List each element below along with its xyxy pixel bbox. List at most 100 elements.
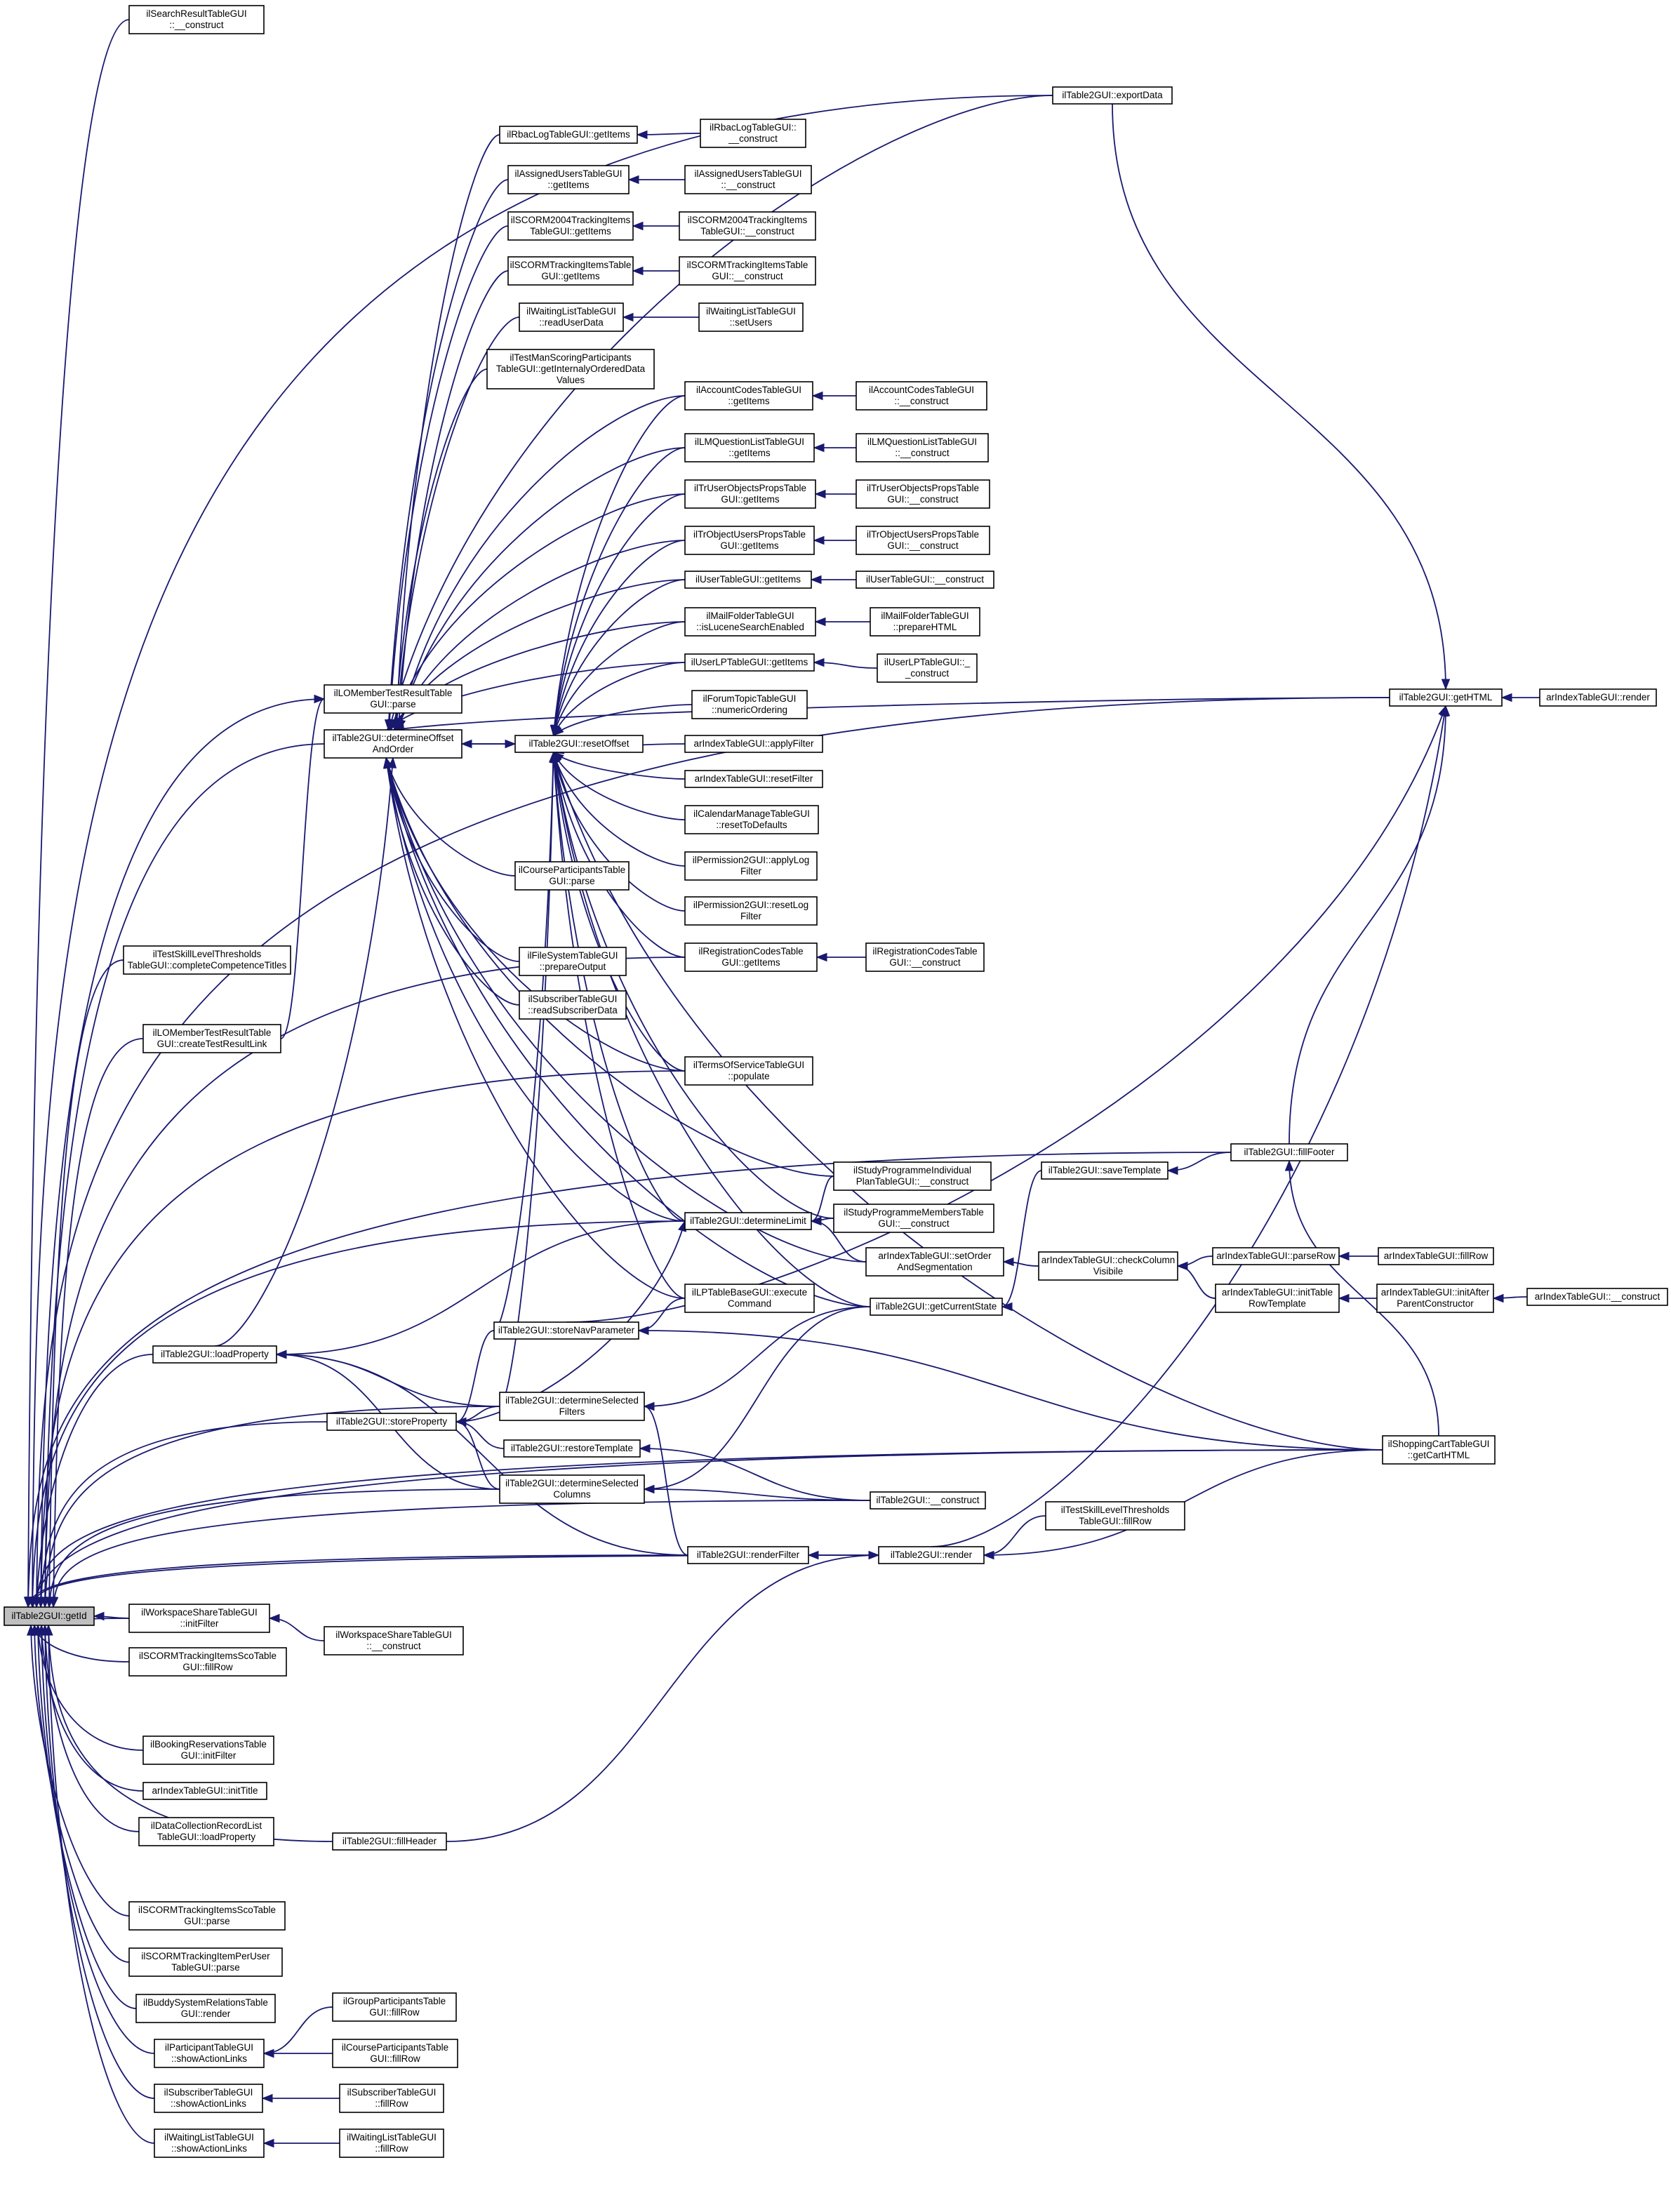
edge-lmGet-to-resetOffset (551, 448, 685, 735)
edge-shopCart-to-fillFooter-arrowhead (1286, 1161, 1293, 1171)
node-render-filter[interactable]: ilTable2GUI::renderFilter (688, 1547, 808, 1564)
node-ar-init-title[interactable]: arIndexTableGUI::initTitle (143, 1783, 267, 1799)
node-waiting-set[interactable]: ilWaitingListTableGUI::setUsers (699, 303, 803, 331)
node-test-man[interactable]: ilTestManScoringParticipantsTableGUI::ge… (487, 349, 654, 389)
node-tr-user-con[interactable]: ilTrUserObjectsPropsTableGUI::__construc… (856, 480, 990, 508)
node-ar-fill-row[interactable]: arIndexTableGUI::fillRow (1378, 1248, 1493, 1265)
node-fill-header[interactable]: ilTable2GUI::fillHeader (333, 1833, 446, 1850)
node-tr-obj-get[interactable]: ilTrObjectUsersPropsTableGUI::getItems (685, 526, 814, 554)
node-get-cur-state[interactable]: ilTable2GUI::getCurrentState (870, 1298, 1002, 1315)
node-search-result[interactable]: ilSearchResultTableGUI::__construct (129, 6, 264, 34)
node-scorm-get[interactable]: ilSCORMTrackingItemsTableGUI::getItems (508, 257, 633, 285)
node-ar-render[interactable]: arIndexTableGUI::render (1540, 689, 1656, 706)
node-lo-member-parse[interactable]: ilLOMemberTestResultTableGUI::parse (324, 685, 462, 713)
node-lm-con[interactable]: ilLMQuestionListTableGUI::__construct (856, 434, 988, 462)
node-part-show[interactable]: ilParticipantTableGUI::showActionLinks (154, 2039, 264, 2067)
node-assigned-con[interactable]: ilAssignedUsersTableGUI::__construct (685, 166, 811, 194)
node-terms[interactable]: ilTermsOfServiceTableGUI::populate (685, 1057, 813, 1085)
node-ws-con[interactable]: ilWorkspaceShareTableGUI::__construct (324, 1627, 463, 1655)
node-ar-check-col[interactable]: arIndexTableGUI::checkColumnVisibile (1039, 1252, 1178, 1280)
node-user-get[interactable]: ilUserTableGUI::getItems (685, 571, 811, 588)
node-label-line: ilLOMemberTestResultTable (334, 688, 453, 698)
node-rbac-get[interactable]: ilRbacLogTableGUI::getItems (500, 126, 637, 143)
node-mail-lucene[interactable]: ilMailFolderTableGUI::isLuceneSearchEnab… (685, 608, 815, 636)
node-group-fill[interactable]: ilGroupParticipantsTableGUI::fillRow (333, 1993, 456, 2021)
node-user-l-p-con[interactable]: ilUserLPTableGUI::__construct (877, 654, 977, 682)
node-restore-tpl[interactable]: ilTable2GUI::restoreTemplate (504, 1440, 640, 1457)
node-wait-show[interactable]: ilWaitingListTableGUI::showActionLinks (154, 2129, 264, 2157)
node-study-mem[interactable]: ilStudyProgrammeMembersTableGUI::__const… (834, 1204, 994, 1232)
node-ar-reset[interactable]: arIndexTableGUI::resetFilter (685, 771, 823, 787)
node-scorm2004-get[interactable]: ilSCORM2004TrackingItemsTableGUI::getIte… (508, 212, 633, 240)
node-fill-footer[interactable]: ilTable2GUI::fillFooter (1231, 1144, 1347, 1161)
node-scorm-sco-fill[interactable]: ilSCORMTrackingItemsScoTableGUI::fillRow (129, 1648, 286, 1676)
node-shop-cart[interactable]: ilShoppingCartTableGUI::getCartHTML (1383, 1436, 1495, 1464)
node-booking-init[interactable]: ilBookingReservationsTableGUI::initFilte… (143, 1736, 274, 1764)
node-rbac-con[interactable]: ilRbacLogTableGUI::__construct (700, 119, 806, 147)
node-label-line: ilTable2GUI::getCurrentState (876, 1301, 997, 1312)
node-ar-init-row[interactable]: arIndexTableGUI::initTableRowTemplate (1216, 1284, 1339, 1312)
node-reset-offset[interactable]: ilTable2GUI::resetOffset (515, 735, 643, 752)
node-perm-reset[interactable]: ilPermission2GUI::resetLogFilter (685, 897, 817, 925)
node-lp-exec[interactable]: ilLPTableBaseGUI::executeCommand (685, 1284, 814, 1312)
node-sub-read[interactable]: ilSubscriberTableGUI::readSubscriberData (519, 991, 626, 1019)
node-user-con[interactable]: ilUserTableGUI::__construct (856, 571, 994, 588)
node-forum-num[interactable]: ilForumTopicTableGUI::numericOrdering (692, 691, 807, 719)
node-ar-construct[interactable]: arIndexTableGUI::__construct (1527, 1288, 1667, 1305)
node-ar-apply[interactable]: arIndexTableGUI::applyFilter (685, 735, 823, 752)
node-export-data[interactable]: ilTable2GUI::exportData (1053, 87, 1172, 104)
node-data-coll[interactable]: ilDataCollectionRecordListTableGUI::load… (139, 1818, 274, 1846)
node-t2-construct[interactable]: ilTable2GUI::__construct (870, 1492, 985, 1509)
node-test-skill-titles[interactable]: ilTestSkillLevelThresholdsTableGUI::comp… (124, 946, 291, 974)
node-scorm2004-con[interactable]: ilSCORM2004TrackingItemsTableGUI::__cons… (679, 212, 815, 240)
node-get-id[interactable]: ilTable2GUI::getId (4, 1607, 94, 1625)
edge-arInitAfter-to-arInitRow-arrowhead (1339, 1295, 1349, 1302)
node-sub-fill[interactable]: ilSubscriberTableGUI::fillRow (340, 2084, 444, 2112)
node-store-nav[interactable]: ilTable2GUI::storeNavParameter (494, 1322, 639, 1339)
node-ar-parse-row[interactable]: arIndexTableGUI::parseRow (1213, 1248, 1339, 1265)
node-scorm-per-user[interactable]: ilSCORMTrackingItemPerUserTableGUI::pars… (129, 1948, 282, 1976)
node-load-prop[interactable]: ilTable2GUI::loadProperty (153, 1346, 277, 1363)
node-label-line: Filter (740, 911, 762, 921)
edge-scorm2004Con-to-scorm2004Get-arrowhead (633, 222, 643, 230)
edge-regGet-to-getId-line (45, 957, 685, 1607)
node-wait-fill[interactable]: ilWaitingListTableGUI::fillRow (340, 2129, 444, 2157)
node-waiting-read[interactable]: ilWaitingListTableGUI::readUserData (519, 303, 623, 331)
node-perm-apply[interactable]: ilPermission2GUI::applyLogFilter (685, 852, 817, 880)
edge-waitFill-to-waitShow (264, 2140, 340, 2147)
node-mail-prep[interactable]: ilMailFolderTableGUI::prepareHTML (870, 608, 980, 636)
edge-loMemberParse-to-getId (37, 699, 324, 1607)
node-user-l-p-get[interactable]: ilUserLPTableGUI::getItems (685, 654, 814, 671)
node-account-get[interactable]: ilAccountCodesTableGUI::getItems (685, 382, 813, 410)
node-scorm-sco-parse[interactable]: ilSCORMTrackingItemsScoTableGUI::parse (129, 1902, 285, 1930)
node-ar-init-after[interactable]: arIndexTableGUI::initAfterParentConstruc… (1377, 1284, 1493, 1312)
node-det-offset[interactable]: ilTable2GUI::determineOffsetAndOrder (324, 730, 462, 758)
node-reg-con[interactable]: ilRegistrationCodesTableGUI::__construct (866, 943, 984, 971)
node-test-skill-fill[interactable]: ilTestSkillLevelThresholdsTableGUI::fill… (1046, 1502, 1185, 1530)
node-calendar[interactable]: ilCalendarManageTableGUI::resetToDefault… (685, 806, 818, 834)
node-buddy[interactable]: ilBuddySystemRelationsTableGUI::render (136, 1994, 275, 2023)
node-label-line: ilWaitingListTableGUI (526, 306, 616, 317)
node-course-fill[interactable]: ilCourseParticipantsTableGUI::fillRow (333, 2039, 458, 2067)
node-file-sys[interactable]: ilFileSystemTableGUI::prepareOutput (519, 947, 626, 975)
node-lm-get[interactable]: ilLMQuestionListTableGUI::getItems (685, 434, 814, 462)
node-account-con[interactable]: ilAccountCodesTableGUI::__construct (856, 382, 987, 410)
node-save-template[interactable]: ilTable2GUI::saveTemplate (1041, 1162, 1168, 1179)
node-assigned-get[interactable]: ilAssignedUsersTableGUI::getItems (508, 166, 629, 194)
node-scorm-con[interactable]: ilSCORMTrackingItemsTableGUI::__construc… (679, 257, 815, 285)
node-ws-init[interactable]: ilWorkspaceShareTableGUI::initFilter (129, 1604, 269, 1632)
node-sub-show[interactable]: ilSubscriberTableGUI::showActionLinks (154, 2084, 262, 2112)
node-store-prop[interactable]: ilTable2GUI::storeProperty (327, 1413, 456, 1430)
node-study-ind[interactable]: ilStudyProgrammeIndividualPlanTableGUI::… (834, 1162, 991, 1190)
node-tr-user-get[interactable]: ilTrUserObjectsPropsTableGUI::getItems (685, 480, 815, 508)
node-tr-obj-con[interactable]: ilTrObjectUsersPropsTableGUI::__construc… (856, 526, 990, 554)
node-course-parse[interactable]: ilCourseParticipantsTableGUI::parse (515, 862, 629, 890)
node-t2-render[interactable]: ilTable2GUI::render (879, 1547, 984, 1564)
node-det-columns[interactable]: ilTable2GUI::determineSelectedColumns (500, 1475, 644, 1503)
node-lo-member-create[interactable]: ilLOMemberTestResultTableGUI::createTest… (143, 1025, 281, 1053)
node-get-h-t-m-l[interactable]: ilTable2GUI::getHTML (1390, 689, 1502, 706)
node-ar-set-order[interactable]: arIndexTableGUI::setOrderAndSegmentation (866, 1248, 1004, 1276)
node-reg-get[interactable]: ilRegistrationCodesTableGUI::getItems (685, 943, 817, 971)
node-det-limit[interactable]: ilTable2GUI::determineLimit (685, 1213, 811, 1230)
node-det-filters[interactable]: ilTable2GUI::determineSelectedFilters (500, 1392, 644, 1420)
